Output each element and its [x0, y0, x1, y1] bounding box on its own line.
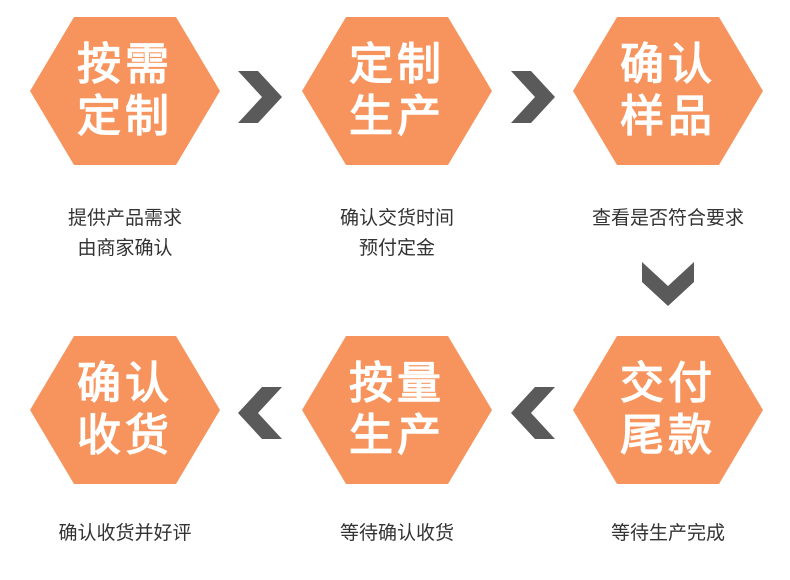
step-title: 确认 收货	[77, 358, 173, 461]
hexagon-shape: 按需 定制	[30, 17, 220, 165]
step-mass-production: 按量 生产	[302, 336, 492, 484]
step-custom-order: 按需 定制	[30, 17, 220, 165]
step-title: 按需 定制	[77, 39, 173, 142]
hexagon-shape: 定制 生产	[302, 17, 492, 165]
chevron-left-icon	[511, 387, 555, 439]
step-title: 交付 尾款	[620, 358, 716, 461]
chevron-left-icon	[238, 387, 282, 439]
step-title: 按量 生产	[349, 358, 445, 461]
step-title: 定制 生产	[349, 39, 445, 142]
hexagon-shape: 确认 样品	[573, 17, 763, 165]
step-description: 提供产品需求 由商家确认	[67, 207, 182, 259]
step-title: 确认 样品	[620, 39, 716, 142]
step-custom-production: 定制 生产	[302, 17, 492, 165]
step-final-payment: 交付 尾款	[573, 336, 763, 484]
chevron-down-icon	[642, 262, 694, 306]
chevron-right-icon	[238, 71, 282, 123]
step-confirm-sample: 确认 样品	[573, 17, 763, 165]
step-description: 等待生产完成	[610, 522, 725, 544]
hexagon-shape: 确认 收货	[30, 336, 220, 484]
chevron-right-icon	[511, 71, 555, 123]
step-description: 确认收货并好评	[58, 522, 192, 544]
hexagon-shape: 按量 生产	[302, 336, 492, 484]
step-description: 确认交货时间 预付定金	[339, 207, 454, 259]
step-confirm-receipt: 确认 收货	[30, 336, 220, 484]
step-description: 等待确认收货	[339, 522, 454, 544]
hexagon-shape: 交付 尾款	[573, 336, 763, 484]
step-description: 查看是否符合要求	[591, 207, 744, 229]
